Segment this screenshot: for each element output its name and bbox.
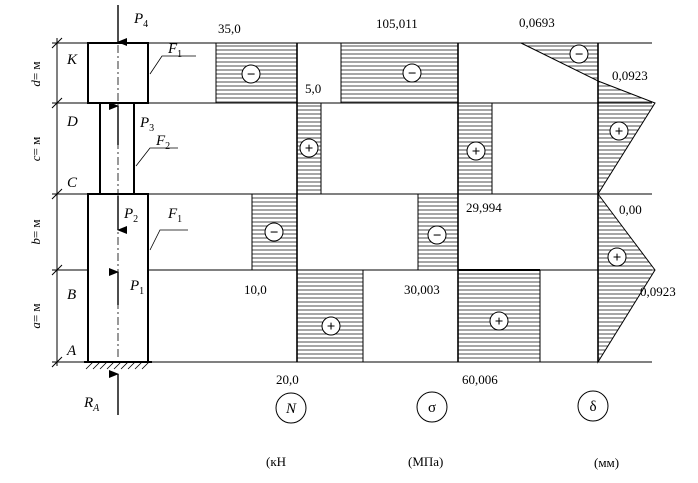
n-region-a xyxy=(296,269,364,363)
n-value-top: 35,0 xyxy=(218,21,241,36)
svg-text:+: + xyxy=(615,124,624,140)
delta-symbol: δ xyxy=(589,399,596,415)
delta-unit: (мм) xyxy=(594,455,619,470)
force-label-ra: RA xyxy=(83,395,100,414)
segment-label-c: c= м xyxy=(28,137,43,162)
area-leaders xyxy=(135,55,196,251)
force-label-p2: P2 xyxy=(123,206,138,225)
delta-sign-2 xyxy=(609,121,629,141)
n-unit: (кН xyxy=(266,454,286,469)
sigma-value-30: 30,003 xyxy=(404,282,440,297)
n-sign-4 xyxy=(321,316,341,336)
sigma-diagram: − + − + 105,011 29,994 30,003 60,006 σ (… xyxy=(340,16,541,469)
sigma-sign-3 xyxy=(427,225,447,245)
delta-symbol-circle xyxy=(577,390,609,422)
segment-label-b: b= м xyxy=(28,219,43,244)
sigma-unit: (МПа) xyxy=(408,454,443,469)
force-label-p1: P1 xyxy=(129,278,144,297)
point-label-a: A xyxy=(66,343,77,359)
dimension-line xyxy=(51,37,63,368)
area-label-f1-bottom: F1 xyxy=(167,206,182,225)
sigma-value-60: 60,006 xyxy=(462,372,498,387)
area-label-f2: F2 xyxy=(155,133,170,152)
svg-text:−: − xyxy=(575,47,584,63)
n-sign-1 xyxy=(241,64,261,84)
delta-sign-1 xyxy=(569,44,589,64)
sigma-symbol-circle xyxy=(416,391,448,423)
svg-text:−: − xyxy=(433,228,442,244)
fixed-support xyxy=(84,361,152,370)
svg-text:+: + xyxy=(327,319,336,335)
point-label-b: B xyxy=(67,287,76,303)
delta-value-0923b: 0,0923 xyxy=(640,284,676,299)
sigma-region-kd xyxy=(340,42,459,104)
n-diagram: − + − + 35,0 5,0 10,0 20,0 N (кН xyxy=(215,21,364,469)
delta-value-0923a: 0,0923 xyxy=(612,68,648,83)
delta-sign-3 xyxy=(607,247,627,267)
point-label-k: K xyxy=(66,52,78,68)
delta-diagram: − + + 0,0693 0,0923 0,00 0,0923 δ (мм) xyxy=(519,15,676,470)
sigma-sign-1 xyxy=(402,63,422,83)
force-label-p3: P3 xyxy=(139,115,154,134)
delta-region-ba-positive xyxy=(597,192,656,364)
segment-label-a: a= м xyxy=(28,303,43,328)
sigma-value-top: 105,011 xyxy=(376,16,418,31)
n-value-5: 5,0 xyxy=(305,81,321,96)
n-value-10: 10,0 xyxy=(244,282,267,297)
sigma-sign-4 xyxy=(489,311,509,331)
svg-text:−: − xyxy=(270,225,279,241)
point-label-d: D xyxy=(66,114,78,130)
svg-text:−: − xyxy=(408,66,417,82)
svg-text:−: − xyxy=(247,67,256,83)
svg-text:+: + xyxy=(305,141,314,157)
n-value-20: 20,0 xyxy=(276,372,299,387)
segment-label-d: d= м xyxy=(28,61,43,86)
area-label-f1-top: F1 xyxy=(167,41,182,60)
delta-value-top: 0,0693 xyxy=(519,15,555,30)
force-label-p4: P4 xyxy=(133,11,148,30)
delta-region-kc-positive xyxy=(597,80,656,196)
bar-section-middle xyxy=(99,102,135,195)
sigma-symbol: σ xyxy=(428,400,436,416)
n-sign-3 xyxy=(264,222,284,242)
n-sign-2 xyxy=(299,138,319,158)
sigma-value-29: 29,994 xyxy=(466,200,502,215)
svg-text:+: + xyxy=(613,250,622,266)
delta-value-000: 0,00 xyxy=(619,202,642,217)
n-symbol: N xyxy=(285,401,297,417)
sigma-sign-2 xyxy=(466,141,486,161)
n-symbol-circle xyxy=(275,392,307,424)
svg-text:+: + xyxy=(495,314,504,330)
point-label-c: C xyxy=(67,175,78,191)
svg-text:+: + xyxy=(472,144,481,160)
